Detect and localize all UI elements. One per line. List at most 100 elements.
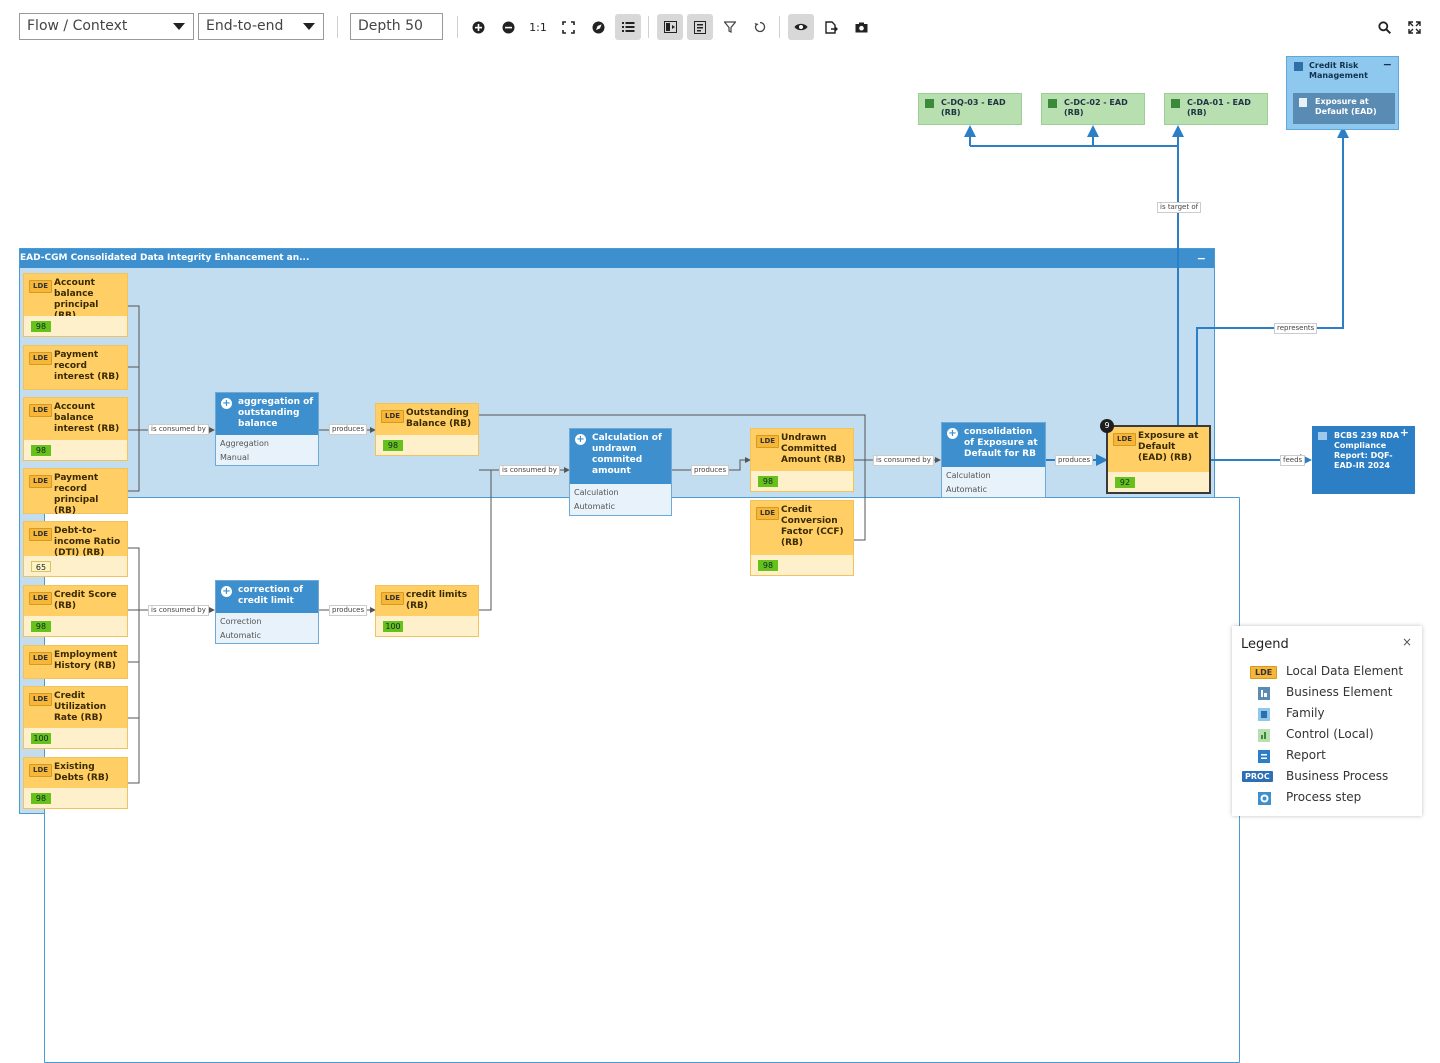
control-node[interactable]: C-DQ-03 - EAD (RB)	[918, 93, 1022, 125]
lde-tag: LDE	[29, 764, 53, 777]
lde-tag: LDE	[29, 693, 53, 706]
lde-tag: LDE	[756, 507, 780, 520]
process-title: EAD-CGM Consolidated Data Integrity Enha…	[20, 253, 310, 263]
collapse-family-button[interactable]: −	[1382, 58, 1392, 71]
legend-close-button[interactable]: ×	[1401, 635, 1412, 649]
process-swatch: PROC	[1242, 771, 1273, 782]
screenshot-button[interactable]	[848, 14, 874, 40]
eye-icon	[794, 23, 808, 31]
edge-connector	[128, 547, 140, 784]
lde-name: credit limits (RB)	[406, 590, 468, 611]
lde-tag: LDE	[381, 410, 405, 423]
filter-button[interactable]	[717, 14, 743, 40]
fit-screen-button[interactable]	[555, 14, 581, 40]
visibility-button[interactable]	[788, 14, 814, 40]
lde-score-bar: 92	[1108, 472, 1209, 492]
legend-item: LDE Local Data Element	[1232, 663, 1422, 681]
process-step-type: Calculation	[574, 488, 619, 497]
control-node[interactable]: C-DA-01 - EAD (RB)	[1164, 93, 1268, 125]
lde-score-bar: 98	[24, 316, 127, 336]
legend-label: Family	[1286, 706, 1325, 720]
process-step-icon: +	[947, 428, 958, 439]
zoom-in-button[interactable]	[465, 14, 491, 40]
lde-node[interactable]: LDE credit limits (RB) 100	[375, 585, 479, 637]
lde-node[interactable]: LDE Account balance principal (RB) 98	[23, 273, 128, 337]
lde-tag: LDE	[29, 528, 53, 541]
process-step-header: +aggregation of outstanding balance	[216, 393, 318, 435]
legend-item: Business Element	[1232, 684, 1422, 702]
edge-label: produces	[691, 465, 730, 476]
edge-label: feeds	[1280, 455, 1306, 466]
lde-node[interactable]: LDE Payment record principal (RB)	[23, 468, 128, 516]
split-view-button[interactable]	[657, 14, 683, 40]
report-node[interactable]: + BCBS 239 RDA Compliance Report: DQF-EA…	[1312, 426, 1415, 494]
lde-node[interactable]: LDE Employment History (RB)	[23, 645, 128, 679]
quality-score-badge: 92	[1115, 477, 1135, 488]
lde-node[interactable]: LDE Account balance interest (RB) 98	[23, 397, 128, 461]
details-panel-icon	[694, 20, 706, 34]
details-panel-button[interactable]	[687, 14, 713, 40]
lde-score-bar: 65	[24, 556, 127, 576]
control-icon	[1171, 99, 1180, 108]
legend-item: Family	[1232, 705, 1422, 723]
search-button[interactable]	[1371, 14, 1397, 40]
quality-score-badge: 100	[383, 621, 403, 632]
depth-input[interactable]: Depth 50	[350, 13, 443, 40]
fullscreen-button[interactable]	[1401, 14, 1427, 40]
lde-tag: LDE	[381, 592, 405, 605]
lde-name: Credit Conversion Factor (CCF) (RB)	[781, 505, 844, 548]
lde-score-bar: 100	[376, 616, 478, 636]
lde-name: Outstanding Balance (RB)	[406, 408, 472, 429]
zoom-out-button[interactable]	[495, 14, 521, 40]
lde-score-bar: 98	[751, 555, 853, 575]
expand-report-button[interactable]: +	[1399, 426, 1409, 439]
process-step-mode: Automatic	[574, 502, 616, 511]
process-step[interactable]: +aggregation of outstanding balance Aggr…	[215, 392, 319, 466]
quality-score-badge: 98	[758, 476, 778, 487]
legend-label: Report	[1286, 748, 1326, 762]
lde-node[interactable]: LDE Credit Utilization Rate (RB) 100	[23, 686, 128, 749]
legend-item: Process step	[1232, 789, 1422, 807]
lde-node[interactable]: LDE Existing Debts (RB) 98	[23, 757, 128, 809]
lde-node[interactable]: LDE Undrawn Committed Amount (RB) 98	[750, 428, 854, 492]
lde-name: Employment History (RB)	[54, 650, 118, 671]
quality-score-badge: 98	[383, 440, 403, 451]
legend-label: Business Element	[1286, 685, 1393, 699]
process-step[interactable]: +correction of credit limit Correction A…	[215, 580, 319, 644]
collapse-process-button[interactable]: −	[1196, 252, 1206, 265]
fit-screen-icon	[561, 20, 575, 34]
edge-label: is consumed by	[148, 605, 209, 616]
edge-label: produces	[329, 605, 368, 616]
actual-size-button[interactable]: 1:1	[525, 14, 551, 40]
view-select[interactable]: Flow / Context	[19, 13, 194, 40]
process-step[interactable]: +consolidation of Exposure at Default fo…	[941, 422, 1046, 498]
lde-tag: LDE	[29, 404, 53, 417]
lde-node[interactable]: LDE Credit Conversion Factor (CCF) (RB) …	[750, 500, 854, 576]
compass-icon	[592, 21, 604, 33]
business-element-node[interactable]: Exposure at Default (EAD)	[1293, 93, 1395, 124]
lde-name: Payment record principal (RB)	[54, 473, 99, 516]
lde-node[interactable]: LDE Debt-to-income Ratio (DTI) (RB) 65	[23, 521, 128, 577]
control-node[interactable]: C-DC-02 - EAD (RB)	[1041, 93, 1145, 125]
list-view-button[interactable]	[615, 14, 641, 40]
list-icon	[621, 22, 634, 32]
process-step[interactable]: +Calculation of undrawn commited amount …	[569, 428, 672, 516]
reset-button[interactable]	[747, 14, 773, 40]
lde-node[interactable]: LDE Outstanding Balance (RB) 98	[375, 403, 479, 456]
lde-node[interactable]: LDE Payment record interest (RB)	[23, 345, 128, 390]
lde-tag: LDE	[29, 652, 53, 665]
edge-label: is consumed by	[148, 424, 209, 435]
lde-node-selected[interactable]: LDE Exposure at Default (EAD) (RB) 92	[1106, 425, 1211, 494]
view-select-value: Flow / Context	[27, 18, 128, 34]
family-node[interactable]: Credit Risk Management − Exposure at Def…	[1286, 56, 1399, 130]
lde-score-bar: 98	[24, 616, 127, 636]
quality-score-badge: 98	[31, 793, 51, 804]
export-button[interactable]	[818, 14, 844, 40]
lde-node[interactable]: LDE Credit Score (RB) 98	[23, 585, 128, 637]
process-step-type: Calculation	[946, 471, 991, 480]
legend-title: Legend	[1241, 637, 1289, 652]
scope-select[interactable]: End-to-end	[198, 13, 324, 40]
chevron-down-icon	[173, 23, 185, 30]
compass-button[interactable]	[585, 14, 611, 40]
toolbar-divider	[337, 16, 338, 38]
